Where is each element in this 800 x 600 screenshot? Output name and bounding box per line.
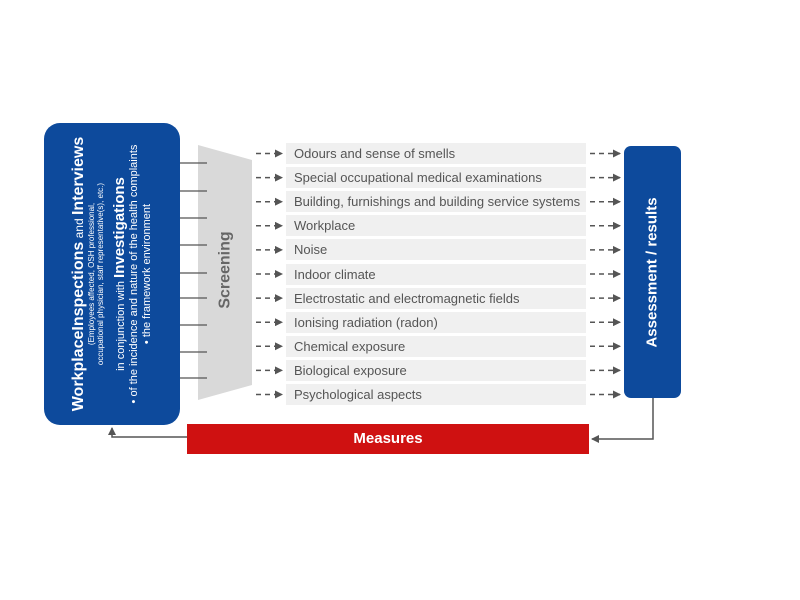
screening-item: Biological exposure <box>286 359 586 381</box>
assessment-to-measures-arrow <box>591 398 654 443</box>
screening-funnel <box>198 145 252 400</box>
measures-bar: Measures <box>187 424 589 454</box>
bullet-incidence: • of the incidence and nature of the hea… <box>127 144 140 404</box>
workplace-inspections-box: WorkplaceInspections and Interviews (Emp… <box>44 123 180 425</box>
screening-item: Odours and sense of smells <box>286 143 586 164</box>
screening-item: Chemical exposure <box>286 335 586 357</box>
workplace-word: Workplace <box>69 330 87 412</box>
and-word: and <box>71 215 86 242</box>
dashed-arrows <box>256 149 621 399</box>
screening-item: Special occupational medical examination… <box>286 167 586 189</box>
assessment-label: Assessment / results <box>644 196 662 348</box>
interviews-word: Interviews <box>69 136 87 216</box>
inspections-word: Inspections <box>69 241 87 331</box>
screening-item: Building, furnishings and building servi… <box>286 191 586 213</box>
screening-text: Screening <box>217 231 235 309</box>
screening-item: Psychological aspects <box>286 384 586 405</box>
screening-item: Electrostatic and electromagnetic fields <box>286 287 586 309</box>
measures-to-workplace-arrow <box>108 427 187 438</box>
bullet-framework: • the framework environment <box>140 203 153 345</box>
conjunction-text: in conjunction with <box>114 277 127 371</box>
investigations-word: Investigations <box>110 177 128 278</box>
screening-label: Screening <box>199 150 253 390</box>
screening-item: Workplace <box>286 215 586 237</box>
participants-line1: (Employees affected, OSH professional, <box>86 202 96 346</box>
left-ticks <box>180 162 207 379</box>
screening-item: Noise <box>286 239 586 261</box>
participants-line2: occupational physician, staff representa… <box>95 182 105 366</box>
screening-item: Ionising radiation (radon) <box>286 311 586 333</box>
assessment-results-box: Assessment / results <box>624 146 681 398</box>
screening-item: Indoor climate <box>286 263 586 285</box>
